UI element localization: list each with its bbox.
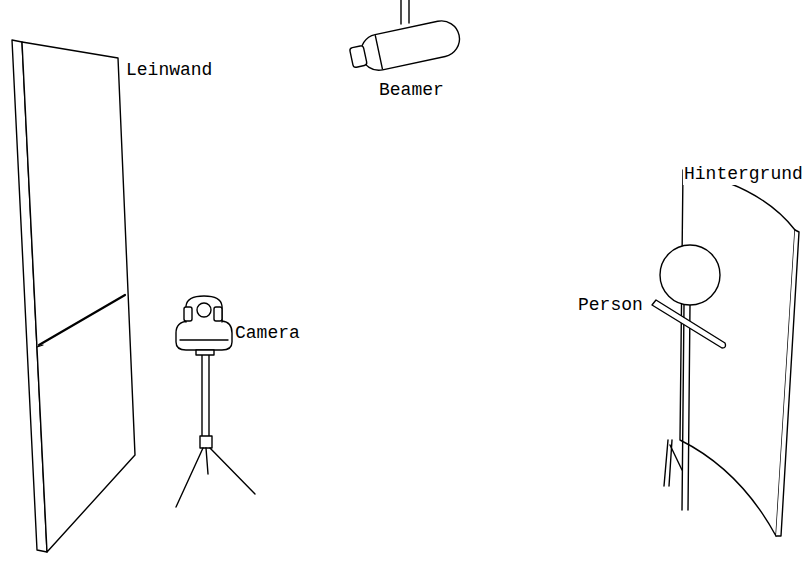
curved-backdrop bbox=[680, 170, 799, 536]
part-label: Leinwand bbox=[125, 59, 213, 81]
person-figure bbox=[652, 245, 726, 510]
projector bbox=[348, 0, 463, 76]
screen-panel bbox=[12, 40, 135, 552]
part-label: Camera bbox=[234, 322, 301, 344]
part-label: Person bbox=[577, 294, 644, 316]
part-label: Beamer bbox=[378, 79, 445, 101]
part-label: Hintergrund bbox=[683, 163, 804, 185]
